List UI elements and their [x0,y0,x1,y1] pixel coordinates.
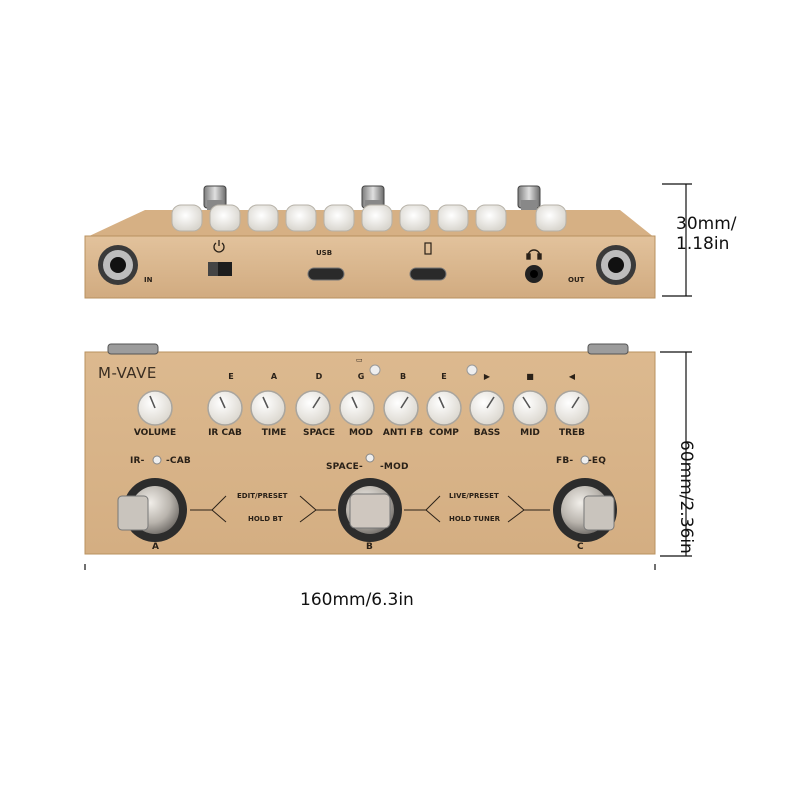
side-knob [361,204,393,232]
knob-label: MOD [348,428,374,438]
side-view [84,183,692,299]
knob-label: SPACE [303,428,335,438]
switch-a-right: -CAB [166,456,191,466]
knob-label: TIME [261,428,287,438]
knob-letter: G [357,372,365,381]
side-knob [475,204,507,232]
knob-label: IR CAB [208,428,242,438]
knob-label: BASS [473,428,501,438]
footswitch-b[interactable] [338,478,402,542]
knob-label: ANTI FB [382,428,424,438]
knob-letter: E [228,372,234,381]
side-knob [209,204,241,232]
height-label-side: 30mm/ 1.18in [676,214,737,254]
width-label: 160mm/6.3in [300,590,414,610]
knob-letter: ■ [526,372,534,381]
output-jack[interactable] [596,245,636,285]
knob-label: TREB [558,428,586,438]
function-lines [190,495,550,523]
switch-c-letter: C [577,542,584,552]
width-dimension [84,564,656,570]
battery-indicator-icon: ▭ [356,356,363,364]
charge-port[interactable] [409,267,447,281]
knob-letter: ▶ [483,372,491,381]
switch-c-right: -EQ [588,456,607,466]
status-led [369,364,381,376]
side-knob [285,204,317,232]
side-knob [323,204,355,232]
knob-letter: ◀ [568,372,576,381]
knob-group-volume [133,372,177,384]
switch-b-right: -MOD [380,462,409,472]
headphone-jack[interactable] [525,265,543,283]
brand-logo: M-VAVE [98,364,157,382]
led-b [365,453,375,463]
switch-c-left: FB- [556,456,574,466]
live-preset-label: LIVE/PRESET [449,492,499,500]
side-knob [171,204,203,232]
edit-preset-label: EDIT/PRESET [237,492,288,500]
height-dimension-side [662,183,692,297]
height-label-top: 60mm/2.36in [676,440,696,554]
out-label: OUT [568,276,585,284]
in-label: IN [144,276,153,284]
footswitch-a[interactable] [117,478,187,542]
knob-label: COMP [429,428,459,438]
led-c [580,455,590,465]
usb-c-port[interactable] [307,267,345,281]
knob-label-volume: VOLUME [133,428,177,438]
knob-letter: D [315,372,323,381]
top-view [84,343,692,570]
footswitch-top-3 [517,185,541,210]
power-icon [213,240,225,253]
knob-letter: B [399,372,407,381]
knob-letter: E [441,372,447,381]
hold-tuner-label: HOLD TUNER [449,515,501,523]
knob-letter: A [270,372,278,381]
height-dimension-top [660,351,692,557]
footswitch-c[interactable] [553,478,617,542]
headphone-icon [526,249,542,260]
switch-b-letter: B [366,542,374,552]
hold-bt-label: HOLD BT [248,515,283,523]
switch-b-left: SPACE- [326,462,363,472]
input-jack[interactable] [98,245,138,285]
bt-led [466,364,478,376]
switch-a-left: IR- [130,456,145,466]
side-knob [437,204,469,232]
battery-icon [424,242,432,255]
switch-a-letter: A [152,542,160,552]
side-knob [535,204,567,232]
knob-label: MID [520,428,540,438]
side-knob [247,204,279,232]
power-switch[interactable] [208,262,232,276]
led-a [152,455,162,465]
side-knob [399,204,431,232]
usb-label: USB [316,249,333,257]
